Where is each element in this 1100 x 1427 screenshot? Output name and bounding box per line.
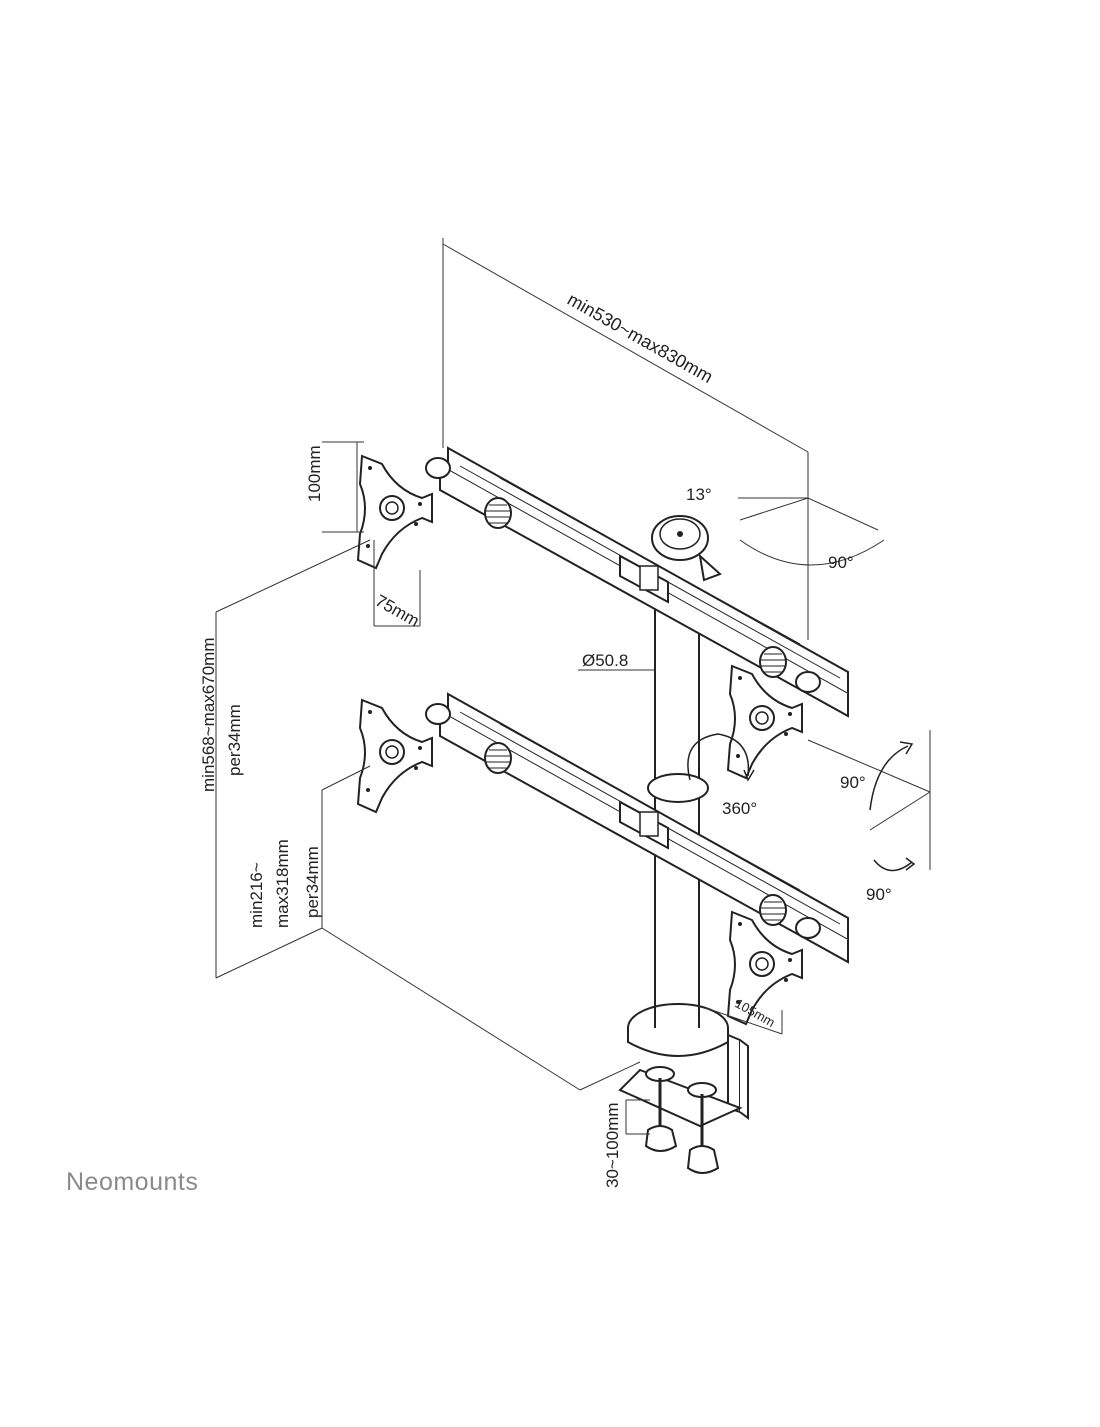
width-range-label: min530~max830mm (564, 289, 716, 387)
pole (654, 599, 700, 1021)
desk-clamp (618, 1003, 749, 1174)
total-height-step-label: per34mm (225, 704, 244, 776)
total-height-label: min568~max670mm (199, 638, 218, 793)
lower-height-label-a: min216~ (247, 862, 266, 928)
lower-height-label-b: max318mm (273, 839, 292, 928)
upper-arm (425, 446, 849, 718)
brand-logo: Neomounts (66, 1168, 199, 1196)
lower-arm (425, 692, 849, 964)
rotate-up-label: 90° (840, 773, 866, 792)
rotate-down-label: 90° (866, 885, 892, 904)
tilt-angle-label: 13° (686, 485, 712, 504)
dimension-lines (215, 238, 931, 1135)
vesa-height-label: 100mm (305, 445, 324, 502)
desk-thickness-label: 30~100mm (603, 1102, 622, 1188)
vesa-plate-top-left (357, 455, 433, 569)
labels: min530~max830mm 100mm 75mm 13° 90° Ø50.8… (199, 289, 892, 1188)
vesa-plate-bottom-left (357, 699, 433, 813)
vesa-width-label: 75mm (372, 591, 422, 631)
pole-diameter-label: Ø50.8 (582, 651, 628, 670)
rotation-angle-label: 360° (722, 799, 757, 818)
lower-height-step-label: per34mm (303, 846, 322, 918)
rotation-arrows (687, 733, 916, 872)
swivel-angle-label: 90° (828, 553, 854, 572)
